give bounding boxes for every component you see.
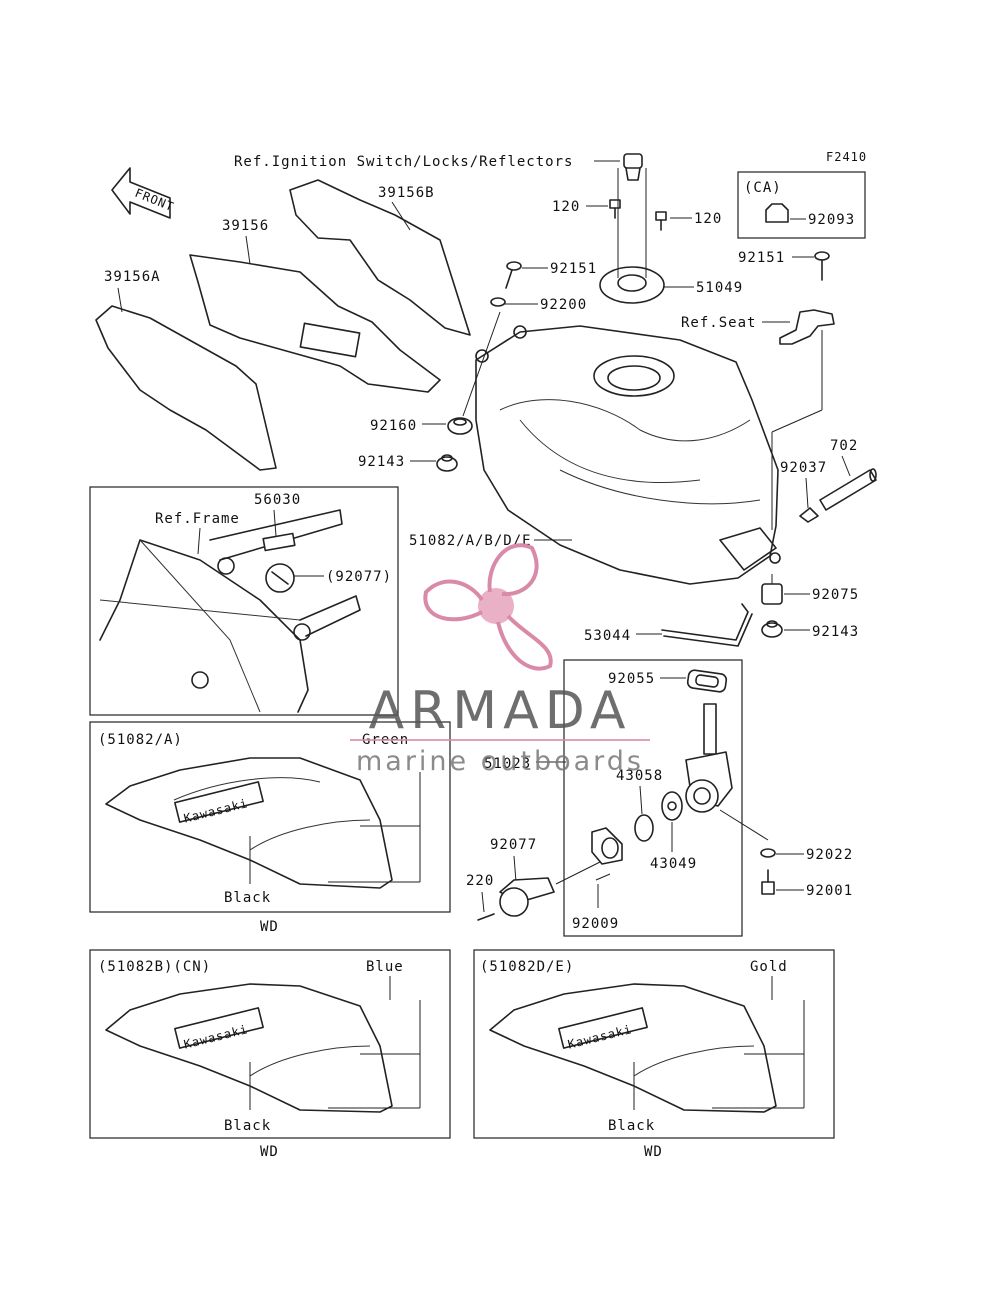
label-92151-right: 92151 <box>738 250 785 266</box>
label-92075: 92075 <box>812 587 859 603</box>
label-53044: 53044 <box>584 628 631 644</box>
grommet-92160 <box>447 417 473 435</box>
label-51049: 51049 <box>696 280 743 296</box>
hose-53044 <box>661 603 753 647</box>
seat-cover-39156a <box>95 305 277 471</box>
decal-panel-3-brand: Kawasaki <box>566 1022 633 1052</box>
label-92055: 92055 <box>608 671 655 687</box>
bolt-120-right <box>655 211 667 231</box>
label-220: 220 <box>466 873 494 889</box>
clip-92037 <box>799 507 819 523</box>
label-92143-left: 92143 <box>358 454 405 470</box>
washer-92200 <box>490 297 506 307</box>
label-92077: 92077 <box>490 837 537 853</box>
label-56030: 56030 <box>254 492 301 508</box>
plate-92009 <box>591 827 623 865</box>
watermark-subtitle: marine outboards <box>356 746 644 777</box>
decal-panel-3-color: Gold <box>750 959 788 975</box>
label-51023: 51023 <box>484 756 531 772</box>
label-92151-left: 92151 <box>550 261 597 277</box>
label-120-left: 120 <box>552 199 580 215</box>
knob-92077 <box>499 877 555 917</box>
seat-bracket <box>779 309 835 345</box>
watermark: ARMADA marine outboards <box>350 543 650 777</box>
label-39156b: 39156B <box>378 185 435 201</box>
label-92022: 92022 <box>806 847 853 863</box>
ca-box <box>737 171 866 239</box>
ref-frame-label: Ref.Frame <box>155 511 240 527</box>
frame-inset-box <box>89 486 399 716</box>
bolt-92001 <box>761 869 775 895</box>
frame-drawing <box>99 509 361 713</box>
decal-panel-2-wd: WD <box>260 1144 279 1160</box>
seat-cover-39156 <box>189 254 441 393</box>
decal-panel-3-black: Black <box>608 1118 655 1134</box>
label-92037: 92037 <box>780 460 827 476</box>
label-43049: 43049 <box>650 856 697 872</box>
ref-ignition-label: Ref.Ignition Switch/Locks/Reflectors <box>234 154 573 170</box>
gasket-92055 <box>686 669 728 693</box>
label-120-right: 120 <box>694 211 722 227</box>
screw-220 <box>477 913 495 921</box>
label-92143-right: 92143 <box>812 624 859 640</box>
label-92093: 92093 <box>808 212 855 228</box>
decal-panel-2-title: (51082B)(CN) <box>98 959 211 975</box>
washer-92022 <box>760 848 776 858</box>
screw-92151-left <box>505 261 522 289</box>
seat-cover-39156b <box>289 179 471 336</box>
label-39156a: 39156A <box>104 269 161 285</box>
decal-panel-1-wd: WD <box>260 919 279 935</box>
bolt-120-left <box>609 199 621 219</box>
label-43058: 43058 <box>616 768 663 784</box>
label-92009: 92009 <box>572 916 619 932</box>
collar-92143-left <box>436 454 458 472</box>
watermark-title: ARMADA <box>369 681 632 741</box>
seal-43049 <box>661 791 683 821</box>
pin-702 <box>819 468 877 511</box>
o-ring-43058 <box>634 814 654 842</box>
decal-panel-2-brand: Kawasaki <box>182 1022 249 1052</box>
decal-panel-1-title: (51082/A) <box>98 732 183 748</box>
label-92160: 92160 <box>370 418 417 434</box>
decal-panel-3: (51082D/E) Gold Kawasaki Black <box>473 949 835 1139</box>
fuel-cap-lock <box>623 153 643 181</box>
decal-panel-3-wd: WD <box>644 1144 663 1160</box>
label-92200: 92200 <box>540 297 587 313</box>
ref-seat-label: Ref.Seat <box>681 315 756 331</box>
decal-panel-3-title: (51082D/E) <box>480 959 574 975</box>
fuel-valve-51023 <box>685 703 733 813</box>
label-92077-paren: (92077) <box>326 569 392 585</box>
fuel-tank <box>475 325 781 585</box>
label-702: 702 <box>830 438 858 454</box>
nut-92093 <box>765 203 789 223</box>
figure-code: F2410 <box>826 150 867 164</box>
screw-92151-right <box>814 251 830 281</box>
label-92001: 92001 <box>806 883 853 899</box>
decal-panel-1-brand: Kawasaki <box>182 796 249 826</box>
decal-panel-1-black: Black <box>224 890 271 906</box>
decal-panel-2: (51082B)(CN) Blue Kawasaki Black <box>89 949 451 1139</box>
decal-panel-2-color: Blue <box>366 959 404 975</box>
fuel-cap-51049 <box>599 168 665 304</box>
collar-92143-right <box>761 620 783 638</box>
label-51082: 51082/A/B/D/E <box>409 533 532 549</box>
label-39156: 39156 <box>222 218 269 234</box>
damper-92075 <box>761 583 783 605</box>
propeller-logo-icon <box>423 543 553 671</box>
ca-label: (CA) <box>744 180 782 196</box>
fuel-valve-box <box>563 659 743 937</box>
decal-panel-2-black: Black <box>224 1118 271 1134</box>
front-arrow-icon: FRONT <box>111 167 176 219</box>
